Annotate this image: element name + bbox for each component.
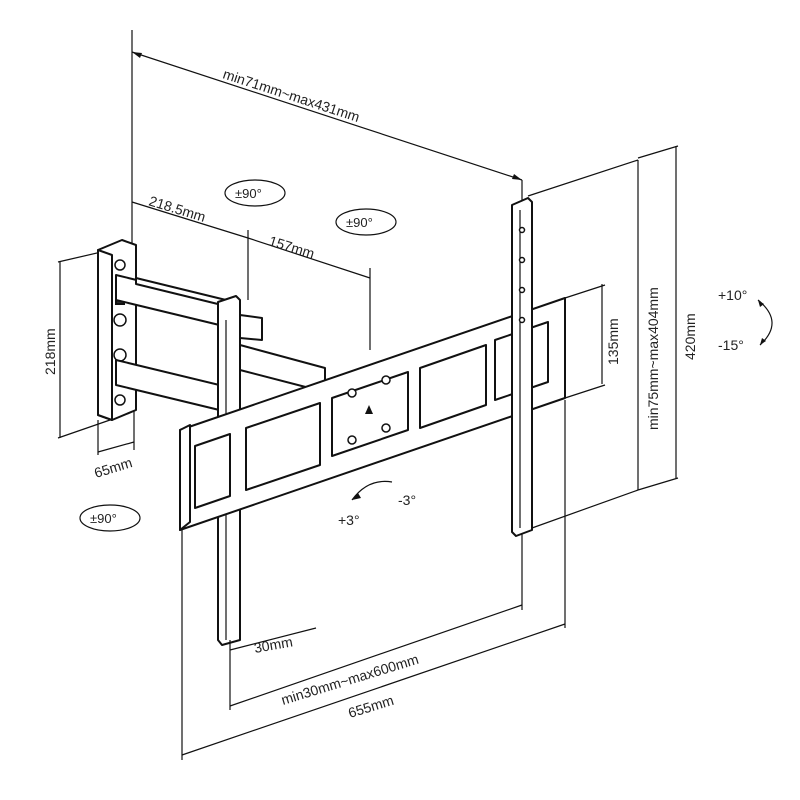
swivel-bottom-label: ±90° (90, 511, 117, 526)
tv-mounting-plate (179, 297, 566, 531)
vertical-rail-right (511, 197, 533, 537)
arm-extension-label: min71mm~max431mm (221, 66, 362, 125)
tilt-up-label: +10° (718, 287, 747, 303)
wall-plate-width-dimension: 65mm (92, 410, 135, 481)
swivel-top-2-label: ±90° (346, 215, 373, 230)
rail-depth-dimension: 30mm (229, 627, 317, 656)
rotate-positive-label: +3° (338, 512, 360, 528)
swivel-top-1-label: ±90° (235, 186, 262, 201)
swivel-symbol-bottom: ±90° (79, 504, 141, 532)
plate-height-label: 135mm (605, 318, 621, 365)
rail-spacing-label: min30mm~max600mm (279, 651, 420, 708)
rail-spacing-dimension: min30mm~max600mm (229, 604, 523, 710)
swivel-symbol-top-2: ±90° (335, 208, 397, 236)
rail-height-dimension: 420mm (637, 145, 698, 491)
rotation-indicator: +3° -3° (338, 480, 416, 528)
tilt-indicator: +10° -15° (718, 287, 773, 353)
tilt-down-label: -15° (718, 337, 744, 353)
arm-segment-1-label: 218.5mm (147, 193, 207, 225)
rail-span-label: min75mm~max404mm (645, 287, 661, 430)
arm-segment-2-label: 157mm (267, 233, 316, 262)
wall-plate-width-label: 65mm (92, 454, 134, 481)
rail-height-label: 420mm (682, 313, 698, 360)
swivel-symbol-top-1: ±90° (224, 179, 286, 207)
wall-plate-height-label: 218mm (42, 328, 58, 375)
wall-plate (97, 239, 137, 421)
rotate-negative-label: -3° (398, 492, 416, 508)
rail-depth-label: 30mm (253, 633, 294, 656)
plate-height-dimension: 135mm (564, 284, 621, 399)
rail-span-dimension: min75mm~max404mm (527, 159, 661, 529)
